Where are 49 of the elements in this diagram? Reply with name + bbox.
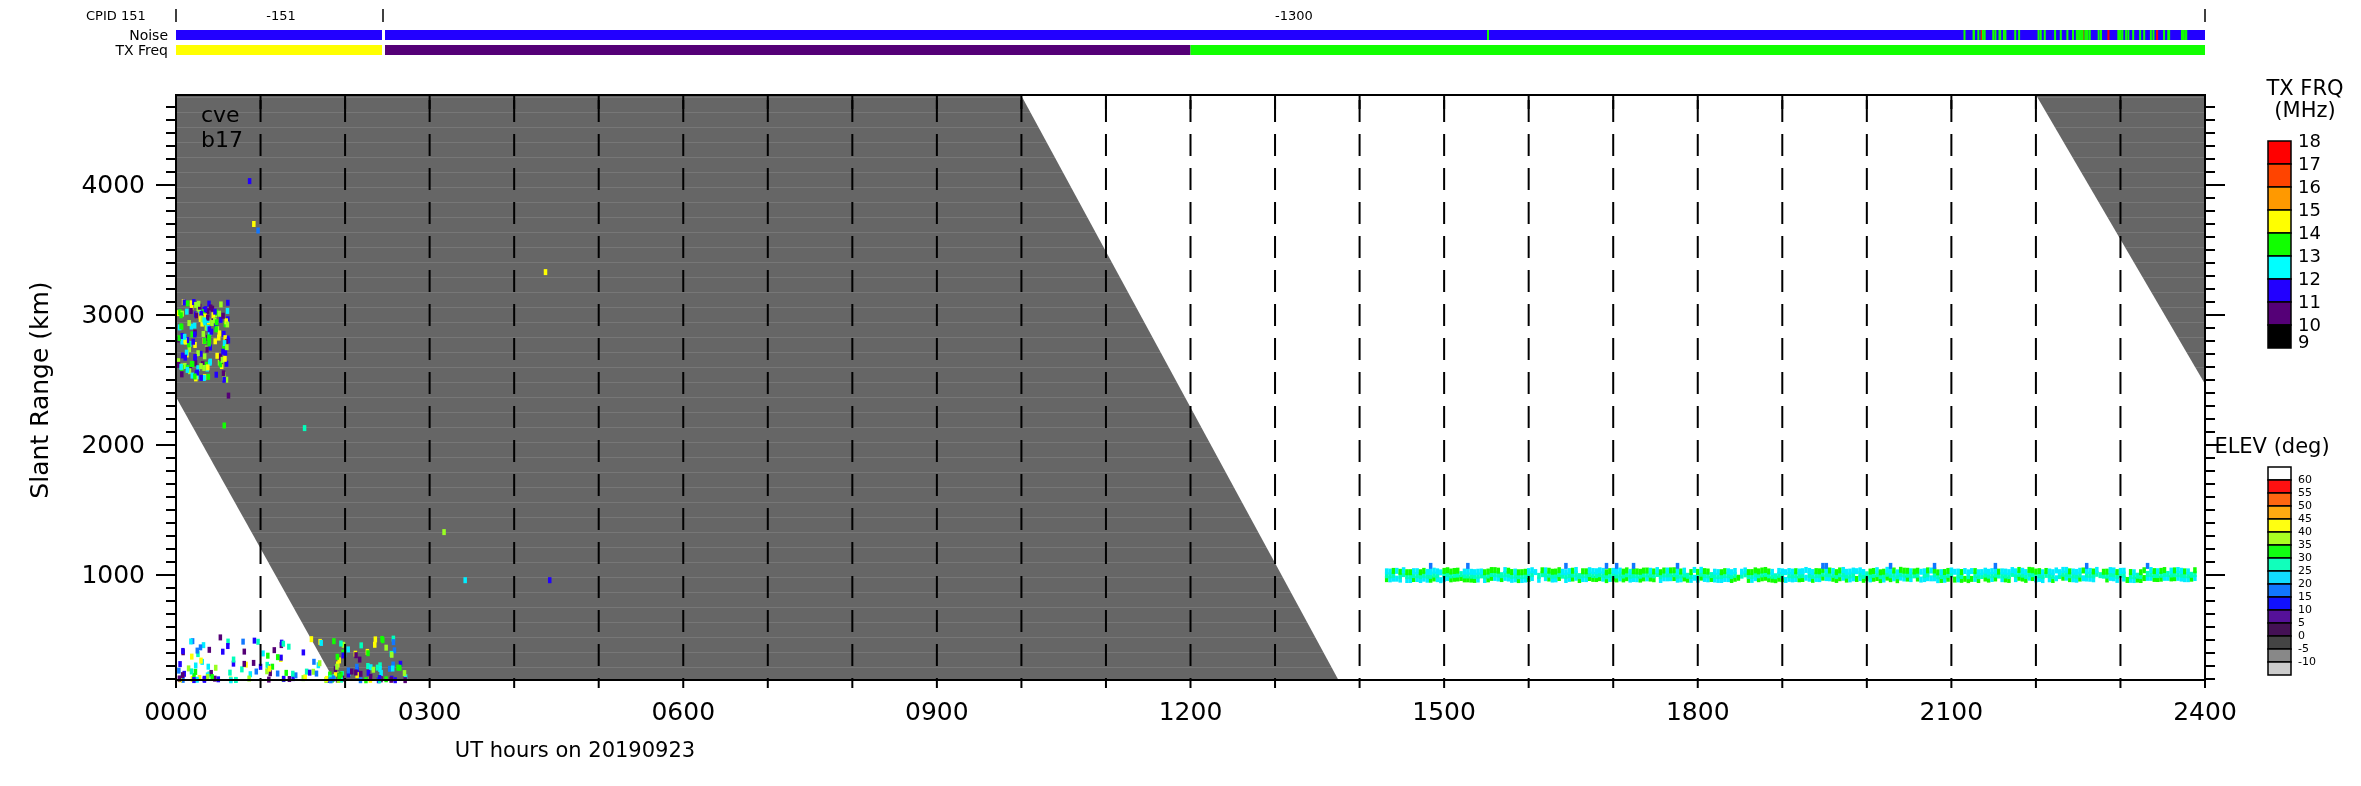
colorbar-tick-label: 13 <box>2298 246 2321 266</box>
axis-title: UT hours on 20190923 <box>454 739 696 761</box>
axis-tick-label: 0900 <box>905 698 969 726</box>
colorbar-tick-label: 10 <box>2298 315 2321 335</box>
strip-label: Noise <box>129 27 168 43</box>
colorbar-tick-label: 30 <box>2298 552 2312 564</box>
colorbar-tick-label: 9 <box>2298 332 2310 352</box>
colorbar-tick-label: 15 <box>2298 200 2321 220</box>
axis-tick-label: 2400 <box>2173 698 2237 726</box>
colorbar-tick-label: 0 <box>2298 630 2305 642</box>
colorbar-tick-label: 45 <box>2298 513 2312 525</box>
colorbar-tick-label: 12 <box>2298 269 2321 289</box>
axis-tick-label: 1500 <box>1412 698 1476 726</box>
strip-label: TX Freq <box>115 42 168 58</box>
colorbar-tick-label: 55 <box>2298 487 2312 499</box>
colorbar-tick-label: -5 <box>2298 643 2309 655</box>
cpid-value: 151 <box>121 9 146 23</box>
strip-label: CPID <box>86 9 117 23</box>
axis-tick-label: 4000 <box>81 171 145 199</box>
colorbar-tick-label: 5 <box>2298 617 2305 629</box>
colorbar-tick-label: 16 <box>2298 177 2321 197</box>
colorbar-title: TX FRQ (MHz) <box>2265 76 2345 122</box>
colorbar-tick-label: 18 <box>2298 131 2321 151</box>
colorbar-tick-label: 17 <box>2298 154 2321 174</box>
colorbar-tick-label: 20 <box>2298 578 2312 590</box>
axis-tick-label: 2000 <box>81 431 145 459</box>
beam-label: b17 <box>201 128 243 152</box>
axis-tick-label: 1000 <box>81 561 145 589</box>
axis-tick-label: 0600 <box>651 698 716 726</box>
axis-title: Slant Range (km) <box>26 281 54 499</box>
axis-tick-label: 1200 <box>1158 698 1223 726</box>
axis-tick-label: 0300 <box>397 698 462 726</box>
colorbar-tick-label: 35 <box>2298 539 2312 551</box>
axis-tick-label: 3000 <box>81 301 145 329</box>
colorbar-tick-label: 25 <box>2298 565 2312 577</box>
colorbar-tick-label: -10 <box>2298 656 2316 668</box>
colorbar-tick-label: 10 <box>2298 604 2312 616</box>
axis-tick-label: 0000 <box>144 698 208 726</box>
axis-tick-label: 1800 <box>1665 698 1730 726</box>
colorbar-tick-label: 11 <box>2298 292 2321 312</box>
station-label: cve <box>201 103 240 127</box>
colorbar-tick-label: 60 <box>2298 474 2312 486</box>
colorbar-tick-label: 50 <box>2298 500 2312 512</box>
axis-tick-label: 2100 <box>1919 698 1984 726</box>
cpid-value: -151 <box>266 9 296 23</box>
cpid-value: -1300 <box>1275 9 1313 23</box>
colorbar-tick-label: 40 <box>2298 526 2312 538</box>
colorbar-tick-label: 14 <box>2298 223 2321 243</box>
colorbar-tick-label: 15 <box>2298 591 2312 603</box>
